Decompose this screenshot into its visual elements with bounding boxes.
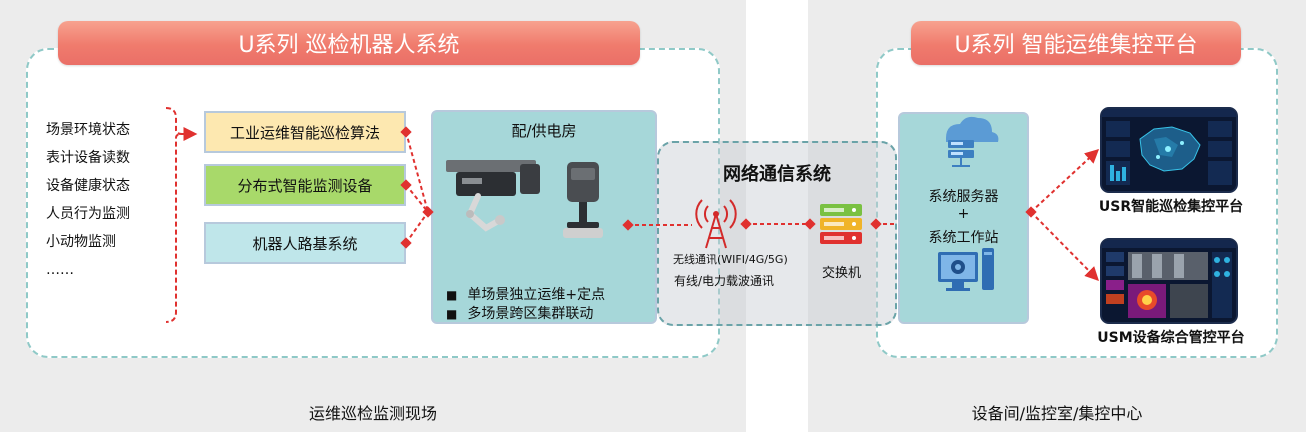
scene-item: 小动物监测 <box>46 234 116 250</box>
network-switch-icon <box>820 204 862 244</box>
scene-item: …… <box>46 262 74 278</box>
usr-platform-caption: USR智能巡检集控平台 <box>1098 199 1244 215</box>
field-zone-label: 运维巡检监测现场 <box>308 404 437 423</box>
scene-list: 场景环境状态 表计设备读数 设备健康状态 人员行为监测 小动物监测 …… <box>46 116 164 284</box>
scene-item: 场景环境状态 <box>46 122 130 138</box>
cloud-server-icon <box>946 116 999 167</box>
robot-system-banner: U系列 巡检机器人系统 <box>58 21 640 65</box>
server-plus: + <box>957 206 970 222</box>
usr-screen-thumbnail <box>1100 107 1238 193</box>
wireless-label: 无线通讯(WIFI/4G/5G) <box>673 253 788 266</box>
switch-label: 交换机 <box>822 266 862 281</box>
wired-label: 有线/电力载波通讯 <box>674 274 775 288</box>
control-zone-label: 设备间/监控室/集控中心 <box>971 404 1143 423</box>
workstation-label: 系统工作站 <box>928 230 999 246</box>
usm-platform-caption: USM设备综合管控平台 <box>1097 330 1245 346</box>
hub-connector-dot <box>422 206 434 218</box>
monitor-module: 分布式智能监测设备 <box>204 164 406 206</box>
room-bullet: ■多场景跨区集群联动 <box>446 306 594 322</box>
power-room-title: 配/供电房 <box>511 122 577 140</box>
platform-banner: U系列 智能运维集控平台 <box>911 21 1241 65</box>
server-label: 系统服务器 <box>928 189 999 205</box>
scene-bracket <box>165 107 198 323</box>
algorithm-module: 工业运维智能巡检算法 <box>204 111 406 153</box>
network-title: 网络通信系统 <box>723 164 831 185</box>
scene-item: 表计设备读数 <box>46 150 130 166</box>
workstation-gear-icon <box>938 248 994 291</box>
robot-rail-icon <box>446 160 540 232</box>
room-bullet: ■单场景独立运维+定点 <box>446 287 606 303</box>
scene-item: 设备健康状态 <box>46 178 130 194</box>
usm-screen-thumbnail <box>1100 238 1238 324</box>
road-module: 机器人路基系统 <box>204 222 406 264</box>
scene-item: 人员行为监测 <box>46 206 130 222</box>
switch-connector-dot <box>804 218 816 230</box>
camera-stand-icon <box>563 162 603 238</box>
antenna-icon <box>695 199 737 249</box>
module-links <box>400 126 434 249</box>
